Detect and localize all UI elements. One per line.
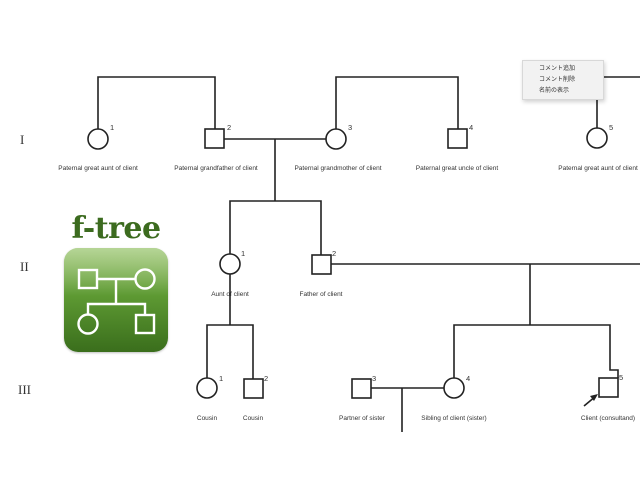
member-gen1-2-male[interactable] <box>204 128 225 149</box>
context-menu-item-show-name[interactable]: 名前の表示 <box>539 88 570 94</box>
member-label: Partner of sister <box>339 415 386 422</box>
member-label: Paternal great uncle of client <box>416 165 499 172</box>
member-number: 4 <box>469 123 473 132</box>
member-number: 2 <box>227 123 231 132</box>
member-label: Aunt of client <box>211 291 249 298</box>
member-number: 5 <box>609 123 613 132</box>
member-gen3-5-male-client[interactable] <box>598 377 619 398</box>
member-gen3-4-female[interactable] <box>443 377 465 399</box>
sibship-line-gen3-right <box>453 324 619 379</box>
member-label: Paternal great aunt of client <box>58 165 138 172</box>
member-label: Paternal grandfather of client <box>174 165 258 172</box>
sibship-line-gen1-left <box>97 76 216 129</box>
member-number: 3 <box>372 374 376 383</box>
member-number: 2 <box>332 249 336 258</box>
member-label: Father of client <box>300 291 343 298</box>
app-logo: f-tree <box>62 212 170 354</box>
member-label: Paternal grandmother of client <box>294 165 381 172</box>
sibship-line-gen3-left <box>206 324 254 379</box>
context-menu-item-delete-comment[interactable]: コメント削除 <box>539 77 576 83</box>
member-gen1-3-female[interactable] <box>325 128 347 150</box>
member-gen3-1-female[interactable] <box>196 377 218 399</box>
generation-label-2: II <box>20 259 29 274</box>
member-label: Cousin <box>243 415 264 422</box>
sibship-line-gen2 <box>229 200 322 255</box>
member-number: 1 <box>110 123 114 132</box>
member-number: 2 <box>264 374 268 383</box>
member-gen2-1-female[interactable] <box>219 253 241 275</box>
pedigree-glyph-icon <box>77 268 156 335</box>
sibship-line-gen1-right <box>335 76 459 129</box>
member-gen3-3-male[interactable] <box>351 378 372 399</box>
member-label: Paternal great aunt of client <box>558 165 638 172</box>
pedigree-logo-icon <box>64 248 168 352</box>
member-number: 5 <box>619 373 623 382</box>
context-menu-item-add-comment[interactable]: コメント追加 <box>539 66 576 72</box>
generation-label-1: I <box>20 132 24 147</box>
member-number: 3 <box>348 123 352 132</box>
member-number: 1 <box>219 374 223 383</box>
member-label: Client (consultand) <box>581 415 635 422</box>
member-number: 1 <box>241 249 245 258</box>
member-gen2-2-male[interactable] <box>311 254 332 275</box>
member-gen1-1-female[interactable] <box>87 128 109 150</box>
generation-label-3: III <box>18 382 31 397</box>
consultand-arrowhead-icon <box>590 394 598 401</box>
member-number: 4 <box>466 374 470 383</box>
member-label: Cousin <box>197 415 218 422</box>
logo-title: f-tree <box>71 211 161 246</box>
context-menu: コメント追加 コメント削除 名前の表示 <box>522 60 604 100</box>
member-gen1-5-female[interactable] <box>586 127 608 149</box>
member-label: Sibling of client (sister) <box>421 415 486 422</box>
member-gen3-2-male[interactable] <box>243 378 264 399</box>
member-gen1-4-male[interactable] <box>447 128 468 149</box>
